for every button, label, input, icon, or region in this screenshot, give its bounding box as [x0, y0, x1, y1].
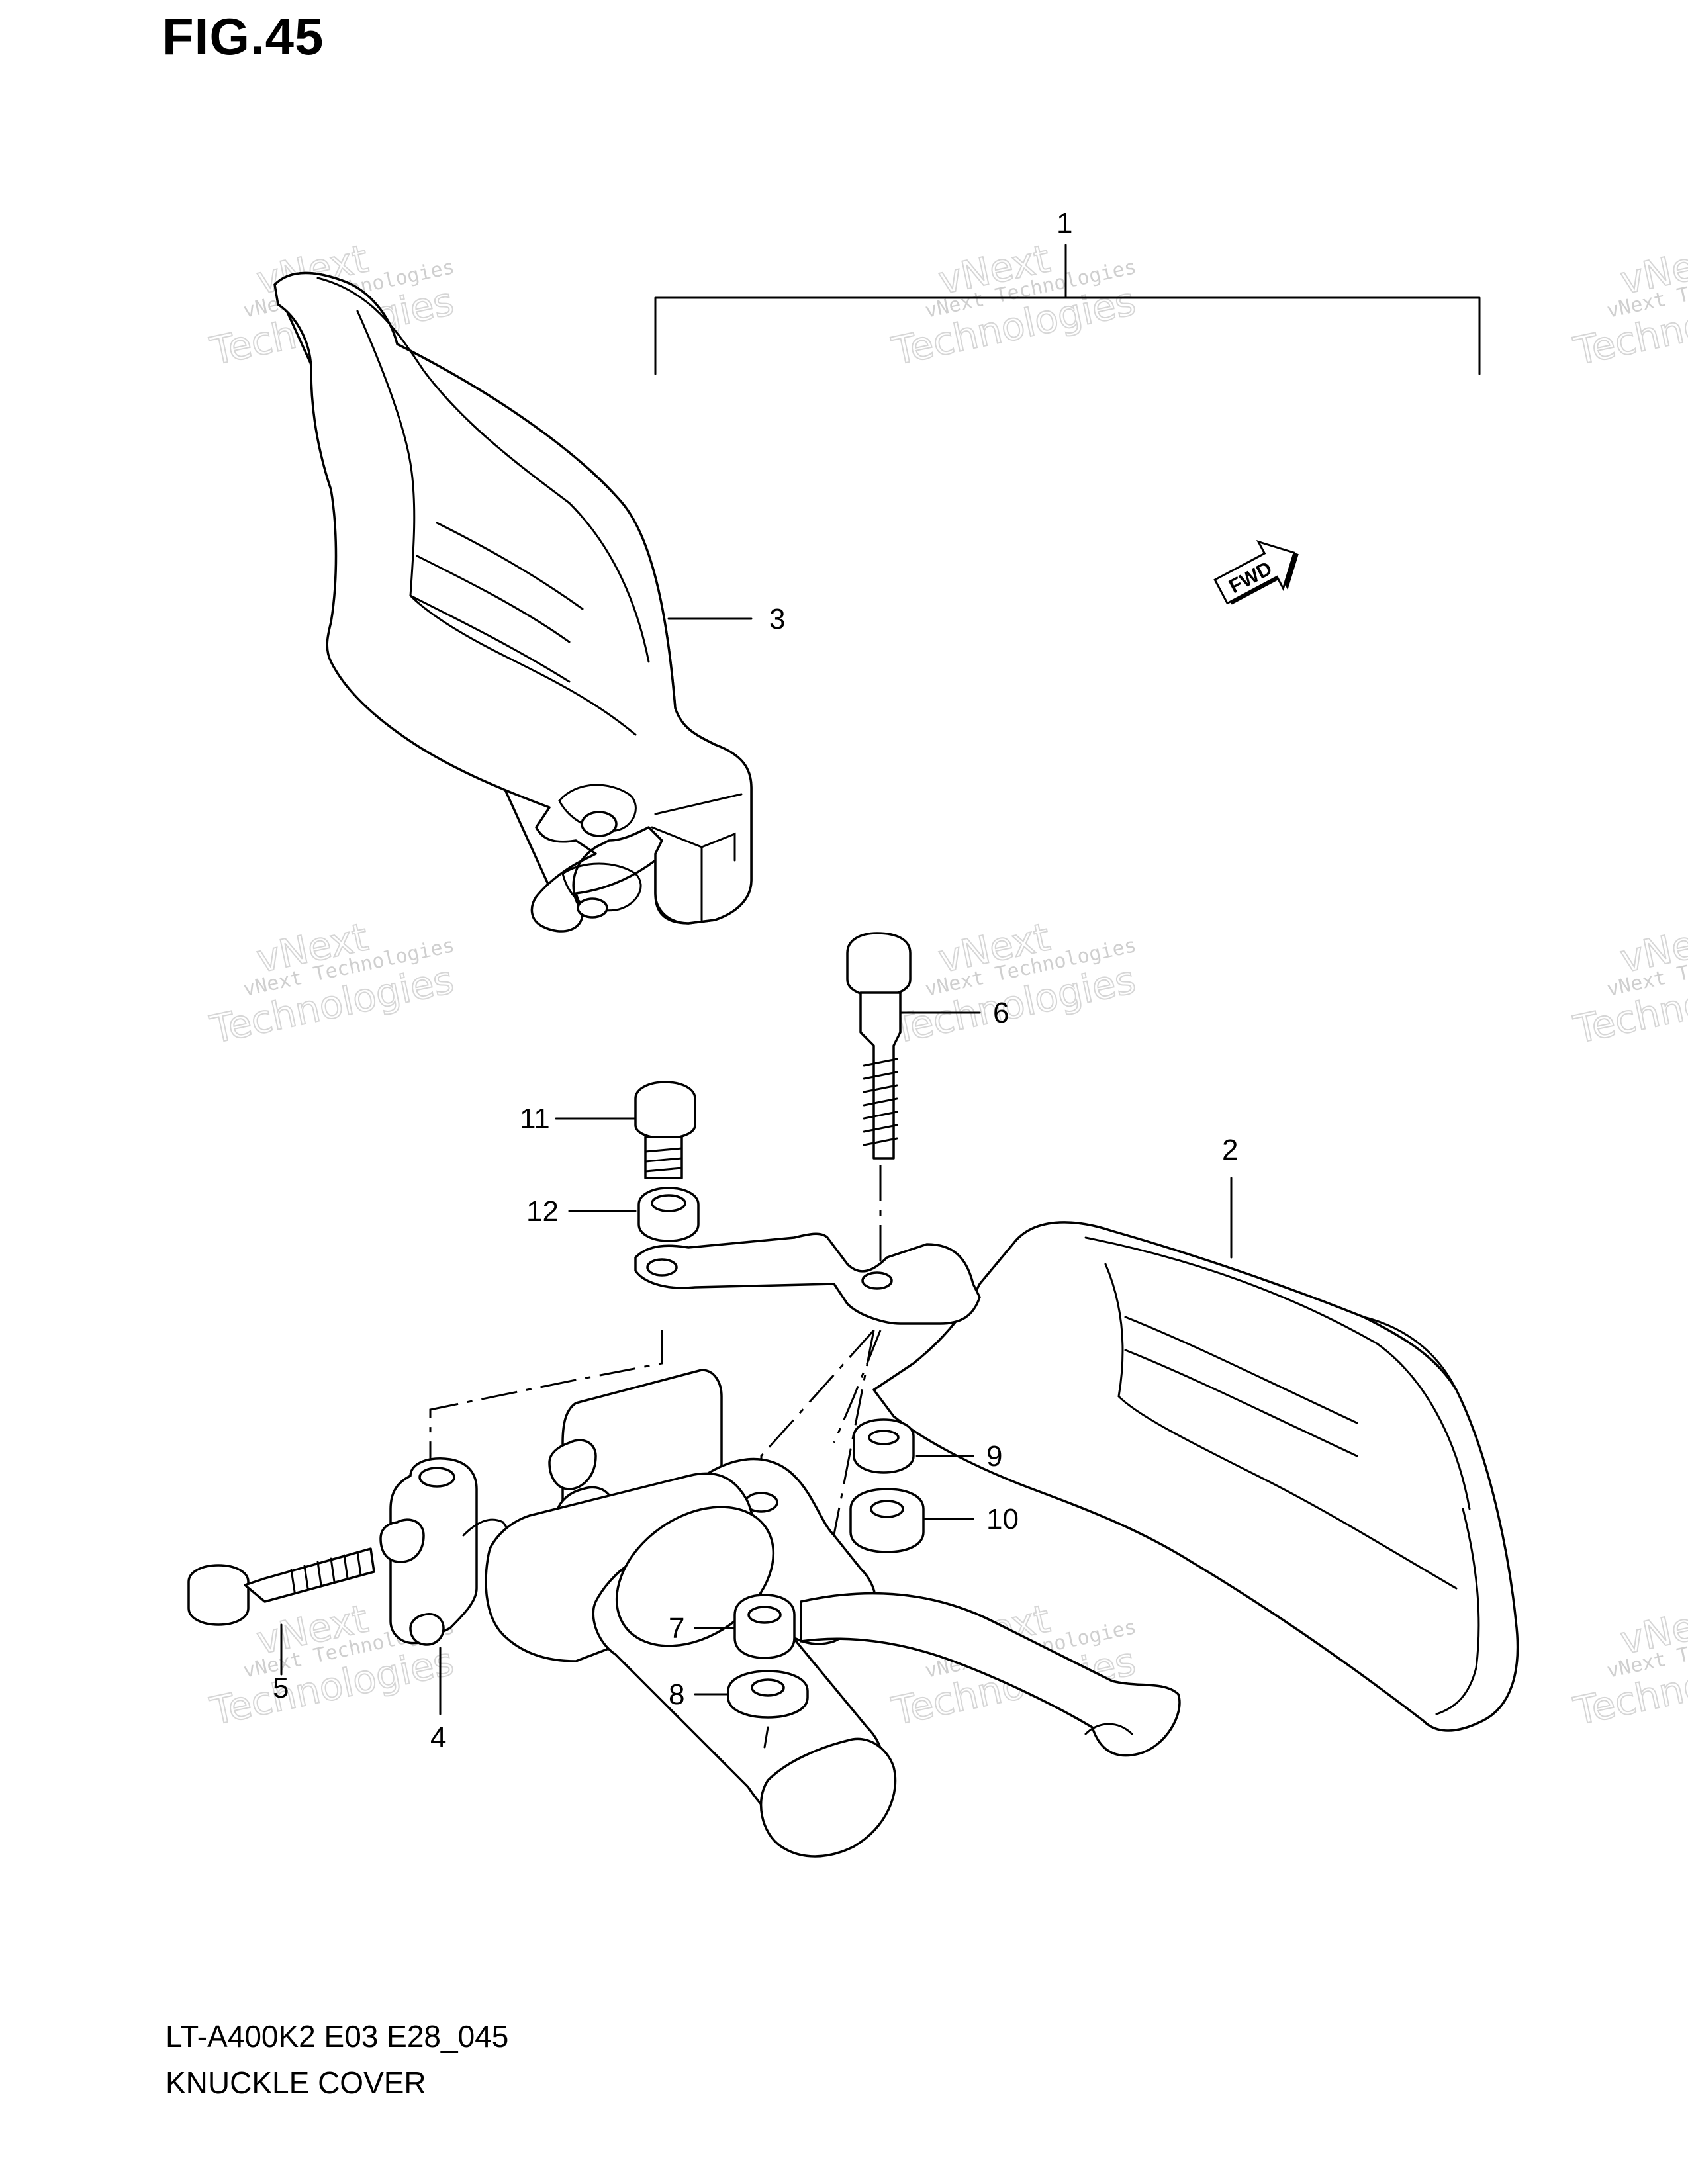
callout-7: 7: [669, 1612, 684, 1645]
watermark-top-center: vNext Technologies vNext Technologies: [888, 235, 1141, 375]
watermark-top-right: vNext Technologies vNext Technologies: [1570, 235, 1688, 375]
knuckle-cover-right-part-2: [872, 1221, 1519, 1732]
watermark-mid-left: vNext Technologies vNext Technologies: [206, 913, 459, 1053]
mounting-plate: [634, 1232, 981, 1325]
nut-part-7: [733, 1594, 796, 1659]
fwd-arrow-icon: FWD: [1213, 540, 1299, 605]
watermark-mid-center: vNext Technologies vNext Technologies: [888, 913, 1141, 1053]
knuckle-cover-left-part-3: [273, 271, 753, 933]
callout-1: 1: [1056, 207, 1072, 240]
washer-part-8: [727, 1670, 809, 1749]
nut-part-9: [853, 1418, 915, 1474]
bolt-part-11: [634, 1081, 696, 1179]
callout-3: 3: [769, 603, 785, 635]
washer-part-12: [637, 1187, 700, 1242]
callout-11: 11: [520, 1103, 550, 1135]
callouts: 1 2 3 4 5 6 7 8 9 10 11 12: [273, 207, 1238, 1754]
callout-10: 10: [986, 1503, 1019, 1535]
watermark-mid-right: vNext Technologies vNext Technologies: [1570, 913, 1688, 1053]
callout-6: 6: [993, 997, 1009, 1029]
model-code: LT-A400K2 E03 E28_045: [165, 2019, 509, 2054]
callout-9: 9: [986, 1440, 1002, 1473]
figure-name: KNUCKLE COVER: [165, 2066, 426, 2100]
bolt-part-6: [846, 932, 912, 1297]
callout-5: 5: [273, 1672, 289, 1704]
callout-12: 12: [526, 1195, 559, 1228]
bolt-part-5: [187, 1547, 375, 1626]
leader-lines: [280, 617, 1233, 1715]
nut-part-10: [849, 1488, 925, 1553]
callout-2: 2: [1222, 1134, 1238, 1166]
watermark-bottom-right: vNext Technologies vNext Technologies: [1570, 1595, 1688, 1735]
kit-bracket-part-1: [654, 244, 1481, 375]
figure-title: FIG.45: [162, 7, 324, 66]
brake-lever: [800, 1592, 1181, 1757]
callout-4: 4: [430, 1721, 446, 1754]
callout-8: 8: [669, 1678, 684, 1711]
handlebar-grip: [485, 1472, 897, 1858]
